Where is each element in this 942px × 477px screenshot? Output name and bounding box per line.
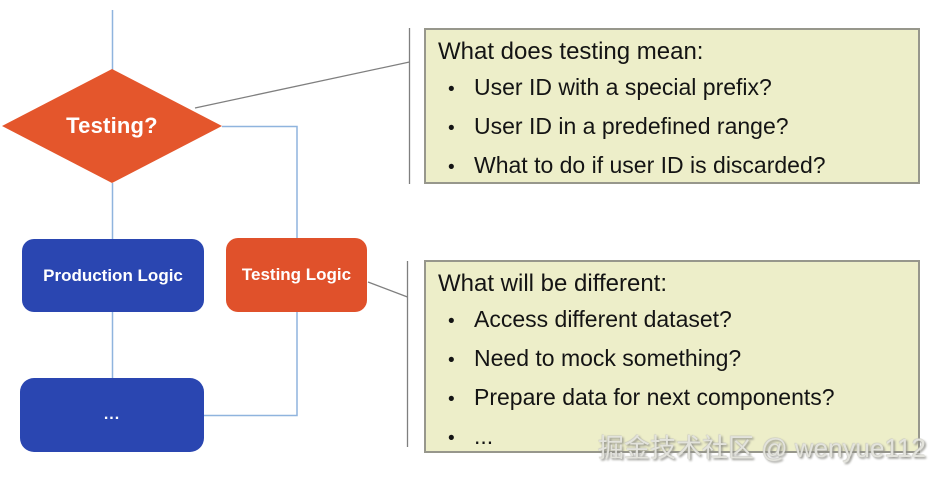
note1-bullet-2-text: User ID in a predefined range? [474, 113, 789, 139]
note1-bullet-1: • User ID with a special prefix? [438, 69, 908, 108]
note1-bullet-3: • What to do if user ID is discarded? [438, 147, 908, 186]
bullet-icon: • [448, 311, 455, 332]
leader-testing-to-note2 [367, 281, 408, 298]
production-logic-label: Production Logic [43, 265, 183, 285]
bullet-icon: • [448, 428, 455, 449]
note1-bullet-2: • User ID in a predefined range? [438, 108, 908, 147]
note2-title: What will be different: [438, 270, 667, 297]
note2-bullet-1-text: Access different dataset? [474, 306, 732, 332]
bullet-icon: • [448, 118, 455, 139]
note1-bullet-3-text: What to do if user ID is discarded? [474, 152, 826, 178]
production-logic-box: Production Logic [22, 239, 204, 312]
callout-leaders [194, 28, 411, 447]
testing-logic-box: Testing Logic [226, 238, 367, 312]
note2-bullet-4: • ... [438, 418, 908, 457]
note1-bullet-1-text: User ID with a special prefix? [474, 74, 772, 100]
note2-bullet-2-text: Need to mock something? [474, 345, 742, 371]
connector-diamond-to-testing [222, 125, 298, 239]
watermark-text: 掘金技术社区 @ wenyue112 [598, 433, 926, 463]
note2-bullet-3-text: Prepare data for next components? [474, 384, 835, 410]
decision-testing-label: Testing? [66, 113, 158, 138]
leader-diamond-to-note1 [194, 61, 410, 109]
next-components-label: ... [103, 406, 121, 423]
next-components-box: ... [20, 378, 204, 452]
note2-bullet-1: • Access different dataset? [438, 301, 908, 340]
note2-bullet-4-text: ... [474, 423, 494, 449]
bullet-icon: • [448, 157, 455, 178]
note2-bullet-3: • Prepare data for next components? [438, 379, 908, 418]
bullet-icon: • [448, 389, 455, 410]
bullet-icon: • [448, 350, 455, 371]
flow-connectors [111, 10, 298, 417]
bullet-icon: • [448, 79, 455, 100]
testing-logic-label: Testing Logic [241, 265, 352, 284]
note-what-does-testing-mean: What does testing mean: • User ID with a… [424, 28, 920, 184]
connector-testing-to-next [204, 311, 298, 417]
note2-bullet-2: • Need to mock something? [438, 340, 908, 379]
note1-title: What does testing mean: [438, 38, 704, 65]
note-what-will-be-different: What will be different: • Access differe… [424, 260, 920, 453]
